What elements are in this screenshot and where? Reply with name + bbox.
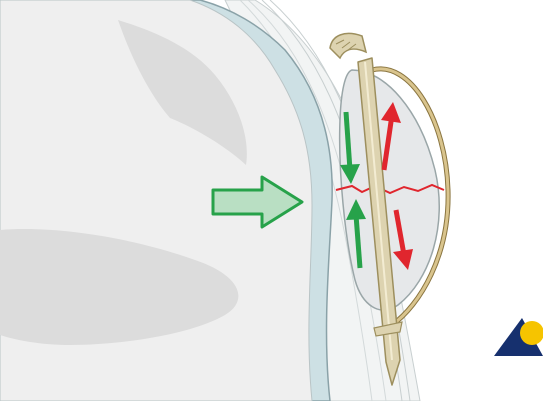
triangle-sun-logo-icon (494, 318, 543, 356)
